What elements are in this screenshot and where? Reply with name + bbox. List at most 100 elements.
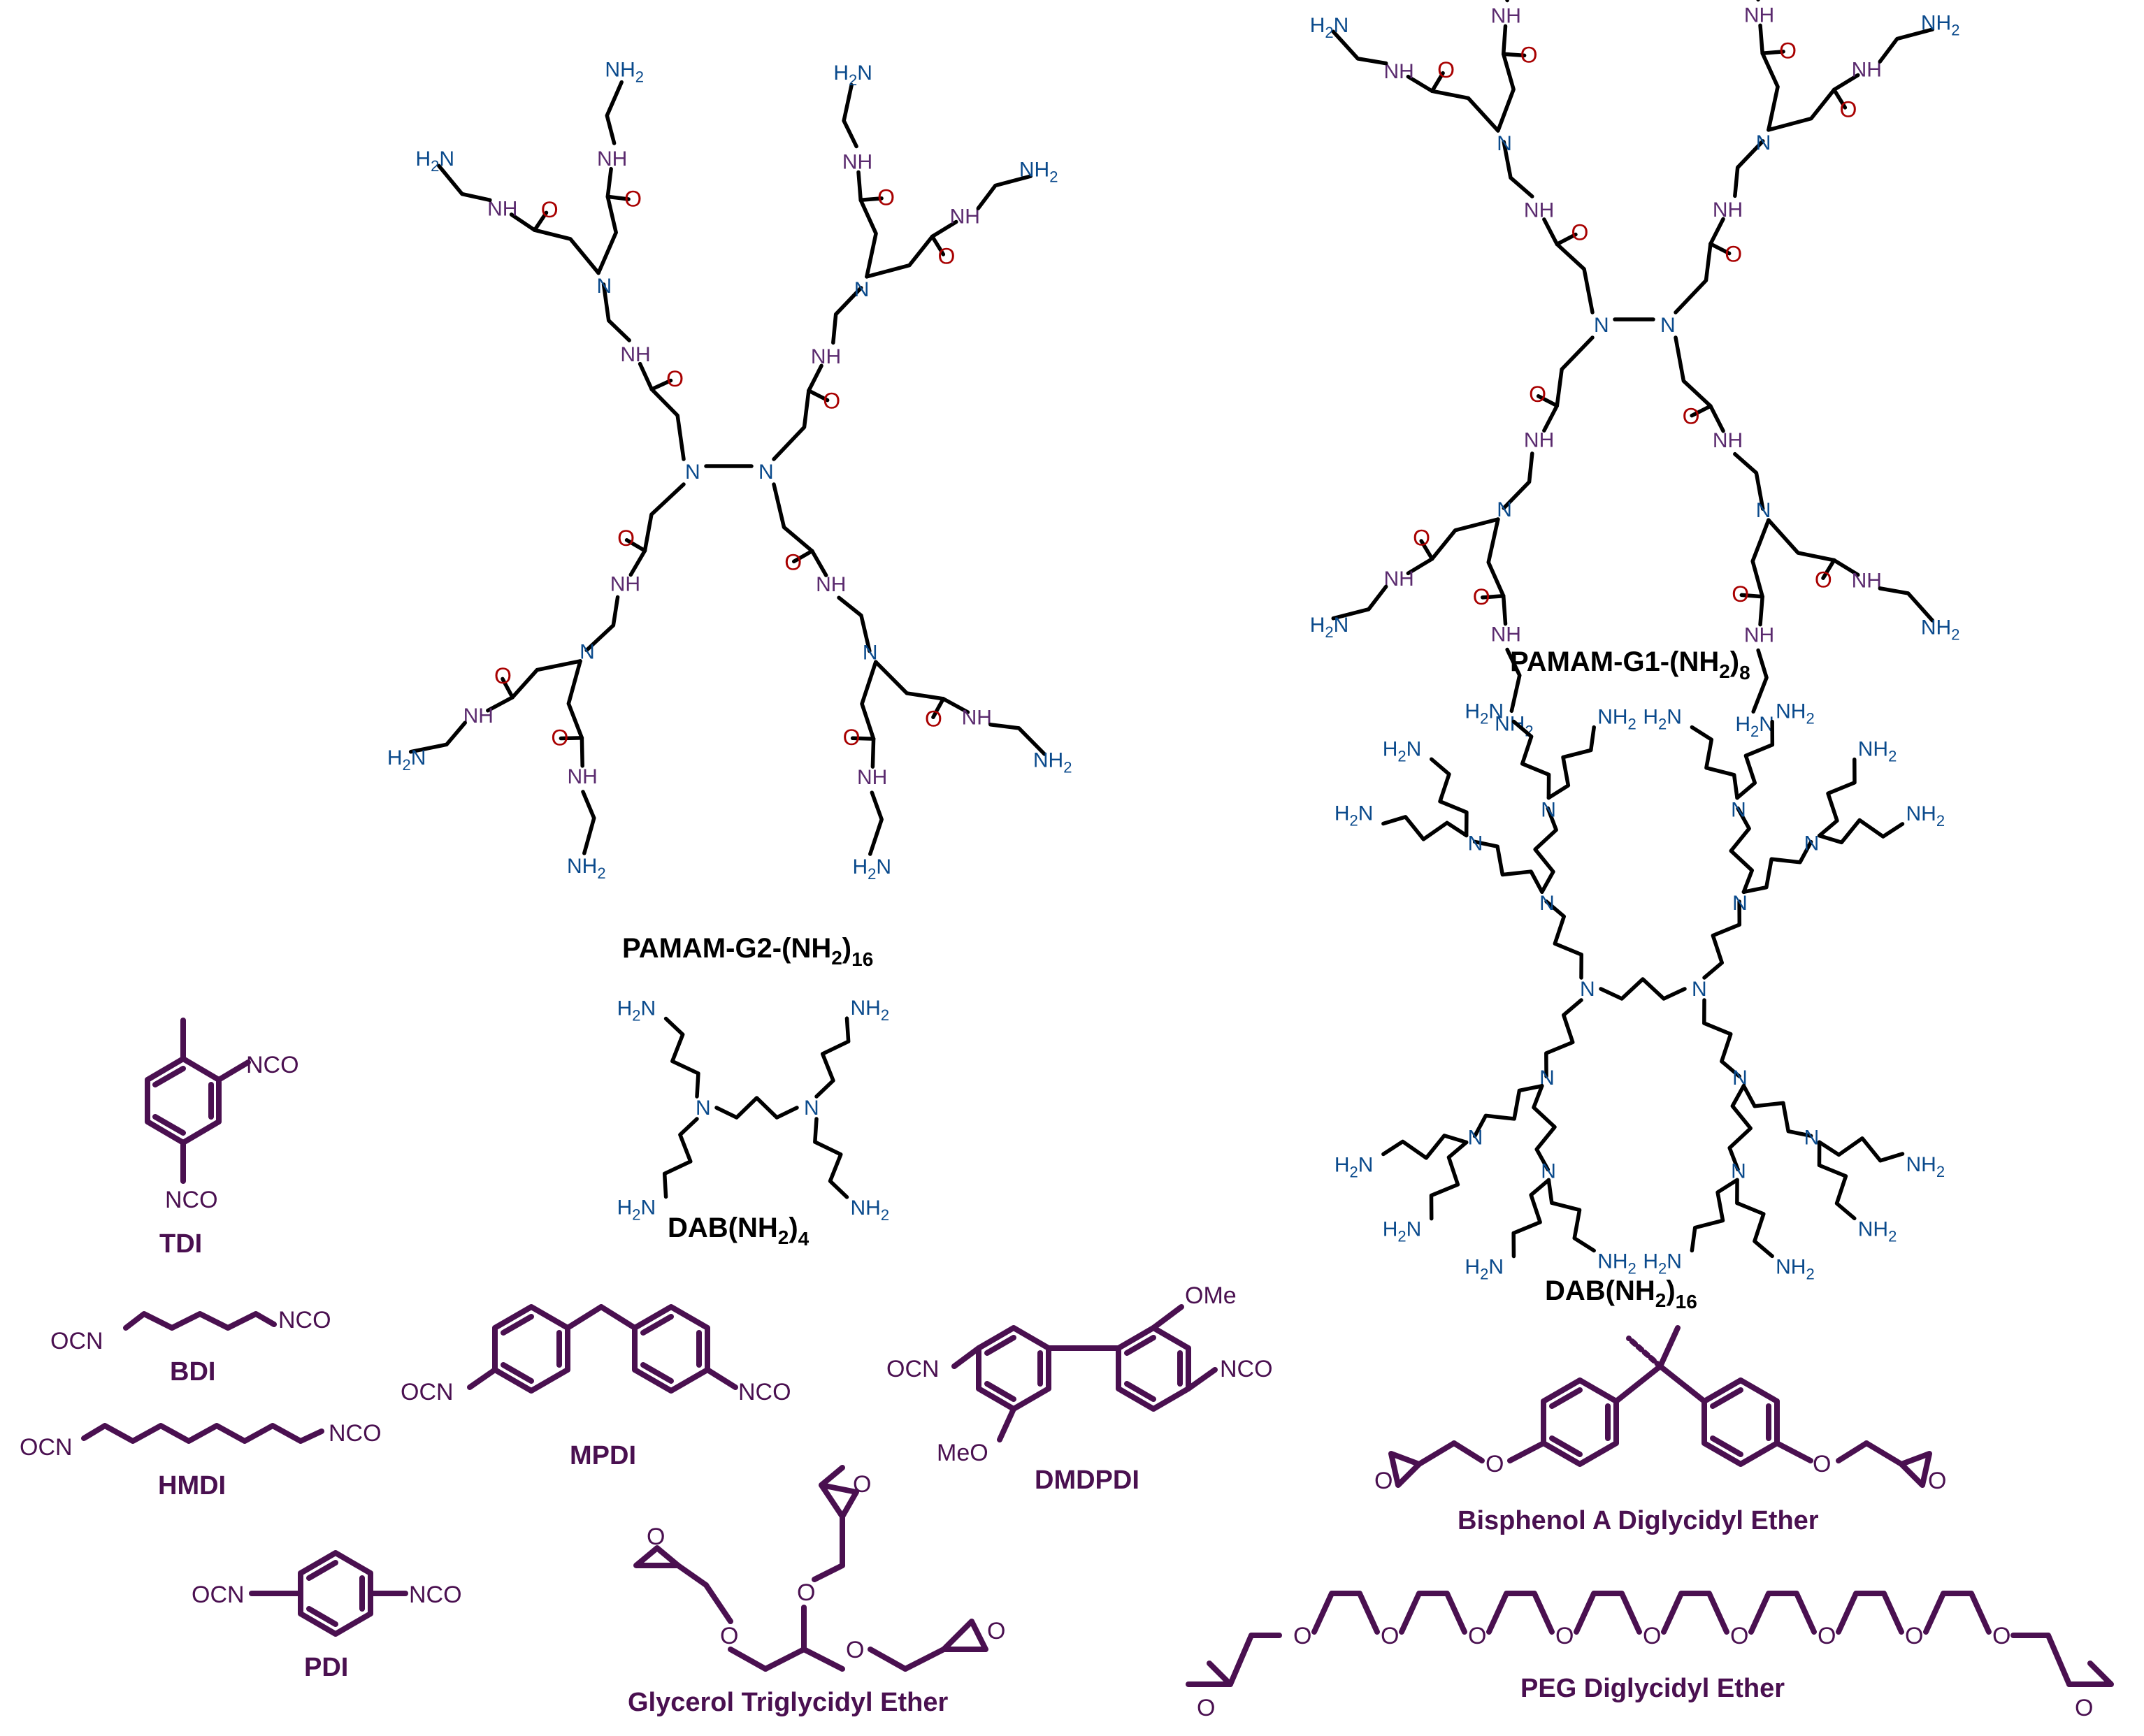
dmdpdi-caption: DMDPDI (1035, 1466, 1139, 1495)
bond (1501, 52, 1527, 58)
amide-oxygen: O (1571, 220, 1588, 245)
amine-nh2-label: H2N (1383, 1218, 1422, 1245)
bond (807, 389, 830, 403)
bond-chain (1511, 719, 1551, 800)
gte-ether-o-right: O (846, 1637, 864, 1663)
bond-chain (868, 790, 884, 856)
peg-ether-o: O (1381, 1623, 1399, 1649)
bond-chain (1817, 1140, 1857, 1221)
bond (850, 736, 876, 741)
bond-chain (772, 389, 811, 461)
dab-core-n: N (696, 1097, 711, 1120)
pamam-g1-caption: PAMAM-G1-(NH2)8 (1510, 646, 1750, 683)
bond-chain (1555, 335, 1595, 408)
tertiary-amine-n: N (1756, 131, 1771, 154)
amide-nh: NH (597, 147, 627, 171)
pamam-g1-dendrimer: NNONHNONHH2NONHNH2ONHNONHNH2ONHH2NONHNON… (1310, 0, 1959, 740)
bond (858, 196, 884, 202)
amine-nh2-label: NH2 (850, 997, 889, 1024)
bond (638, 361, 654, 391)
peg-ether-o: O (1905, 1623, 1923, 1649)
bpa-epoxide-o-left: O (1374, 1468, 1393, 1494)
amide-nh: NH (610, 572, 640, 595)
amide-oxygen: O (823, 388, 840, 413)
core-amine-n: N (1660, 314, 1676, 337)
tertiary-amine-n: N (854, 278, 870, 301)
bond-chain (1702, 899, 1742, 980)
dab-core-n: N (1692, 978, 1707, 1001)
amide-nh: NH (816, 573, 846, 596)
bond-chain (1496, 52, 1516, 133)
amide-oxygen: O (1683, 403, 1700, 428)
bond-chain (1729, 806, 1755, 895)
bond-chain (1429, 1140, 1469, 1221)
dab-amine-n: N (1732, 892, 1748, 915)
amine-nh2-label: NH2 (1906, 802, 1945, 830)
amine-nh2-label: NH2 (850, 1196, 889, 1224)
pdi-nco: NCO (409, 1582, 462, 1608)
amide-oxygen: O (1520, 43, 1538, 68)
bond-chain (1817, 818, 1905, 845)
bond-chain (584, 595, 620, 653)
bond-chain (860, 660, 878, 741)
dab-amine-n: N (1539, 892, 1555, 915)
bond-chain (831, 286, 863, 345)
amine-nh2-label: H2N (1643, 1250, 1682, 1277)
amide-oxygen: O (666, 366, 684, 391)
amide-oxygen: O (1779, 38, 1797, 64)
amine-nh2-label: NH2 (1906, 1153, 1945, 1180)
core-amine-n: N (758, 461, 774, 484)
gte-epoxide-o-top: O (853, 1471, 871, 1498)
amide-nh: NH (1744, 624, 1774, 647)
bond-chain (1767, 87, 1836, 132)
amide-oxygen: O (1437, 57, 1455, 82)
bond-chain (1574, 1591, 1642, 1635)
amine-nh2-label: NH2 (1776, 1255, 1815, 1282)
dmdpdi-structure: OCN NCO OMe MeO (886, 1282, 1273, 1466)
bond-chain (714, 1096, 799, 1120)
amide-nh: NH (962, 706, 992, 729)
amide-nh: NH (568, 765, 598, 788)
amide-nh: NH (1491, 623, 1521, 646)
bpa-caption: Bisphenol A Diglycidyl Ether (1458, 1506, 1819, 1535)
bond-chain (1546, 725, 1596, 800)
bond-chain (1311, 1591, 1380, 1635)
bond-chain (1381, 1134, 1469, 1160)
amide-oxygen: O (925, 707, 942, 732)
bond (1760, 50, 1785, 55)
bond-chain (649, 387, 686, 461)
bond-chain (1923, 1591, 1992, 1635)
bond-chain (1555, 242, 1595, 314)
peg-ether-o: O (1643, 1623, 1661, 1649)
bond (1542, 217, 1560, 247)
bond-chain (1727, 1083, 1753, 1172)
dab-amine-n: N (1731, 1159, 1746, 1182)
tdi-nco-top: NCO (246, 1052, 299, 1078)
dmdpdi-nco: NCO (1220, 1356, 1273, 1382)
peg-epoxide-o-right: O (2075, 1695, 2093, 1721)
amine-nh2-label: H2N (1334, 1153, 1374, 1180)
dab-amine-n: N (1731, 799, 1746, 822)
bond (605, 194, 631, 201)
amide-oxygen: O (1725, 241, 1742, 266)
dab-amine-n: N (1541, 799, 1556, 822)
dab-amine-n: N (1541, 1159, 1556, 1182)
peg-ether-o: O (1992, 1623, 2010, 1649)
dab-core-n: N (804, 1097, 819, 1120)
bond (870, 737, 876, 769)
bond-chain (1836, 1591, 1904, 1635)
bond-chain (663, 1016, 700, 1099)
bond (1690, 404, 1713, 418)
hmdi-caption: HMDI (158, 1471, 226, 1500)
bond-chain (865, 234, 935, 279)
bpa-ether-o-left: O (1485, 1451, 1504, 1477)
bond (941, 697, 970, 714)
bond-chain (1544, 899, 1583, 980)
amine-nh2-label: NH2 (1495, 712, 1534, 739)
amine-nh2-label: H2N (1465, 700, 1504, 727)
pdi-caption: PDI (304, 1653, 348, 1682)
bond (930, 234, 946, 256)
tertiary-amine-n: N (580, 640, 595, 663)
